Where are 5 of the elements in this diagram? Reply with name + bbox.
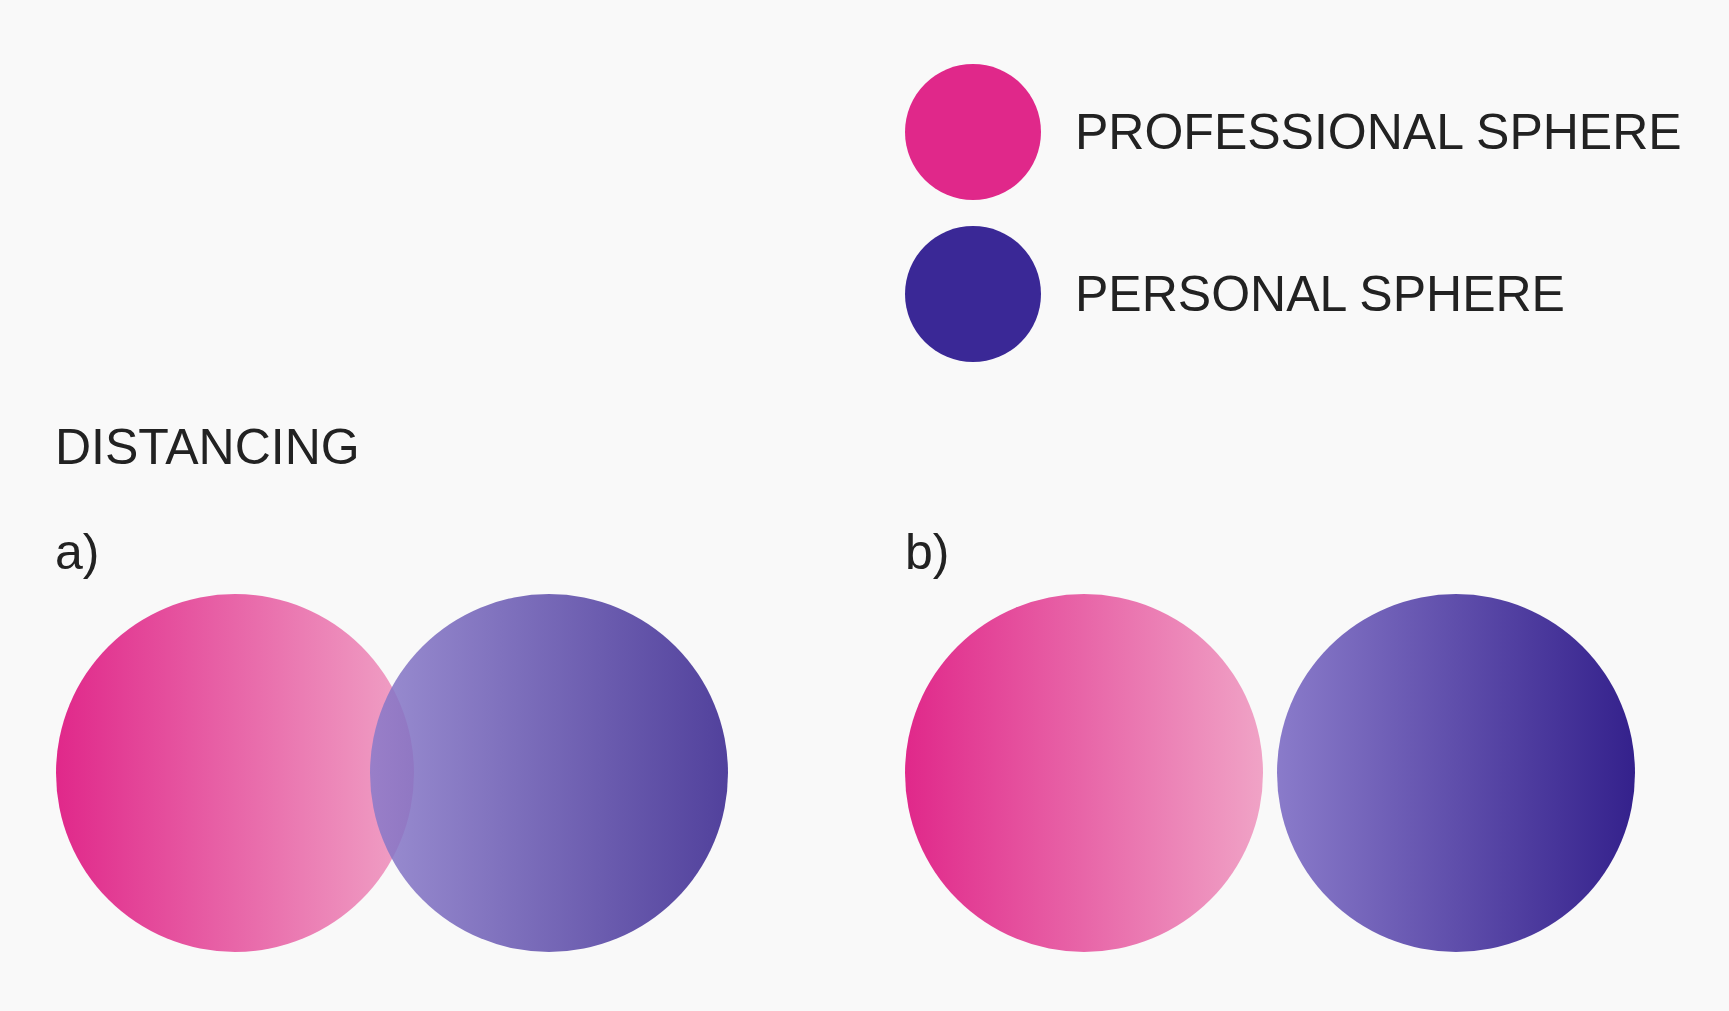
legend-label: PERSONAL SPHERE — [1075, 269, 1565, 319]
panel-label: b) — [905, 527, 950, 577]
diagram-title: DISTANCING — [55, 422, 360, 472]
legend-label: PROFESSIONAL SPHERE — [1075, 107, 1682, 157]
panel-label: a) — [55, 527, 100, 577]
